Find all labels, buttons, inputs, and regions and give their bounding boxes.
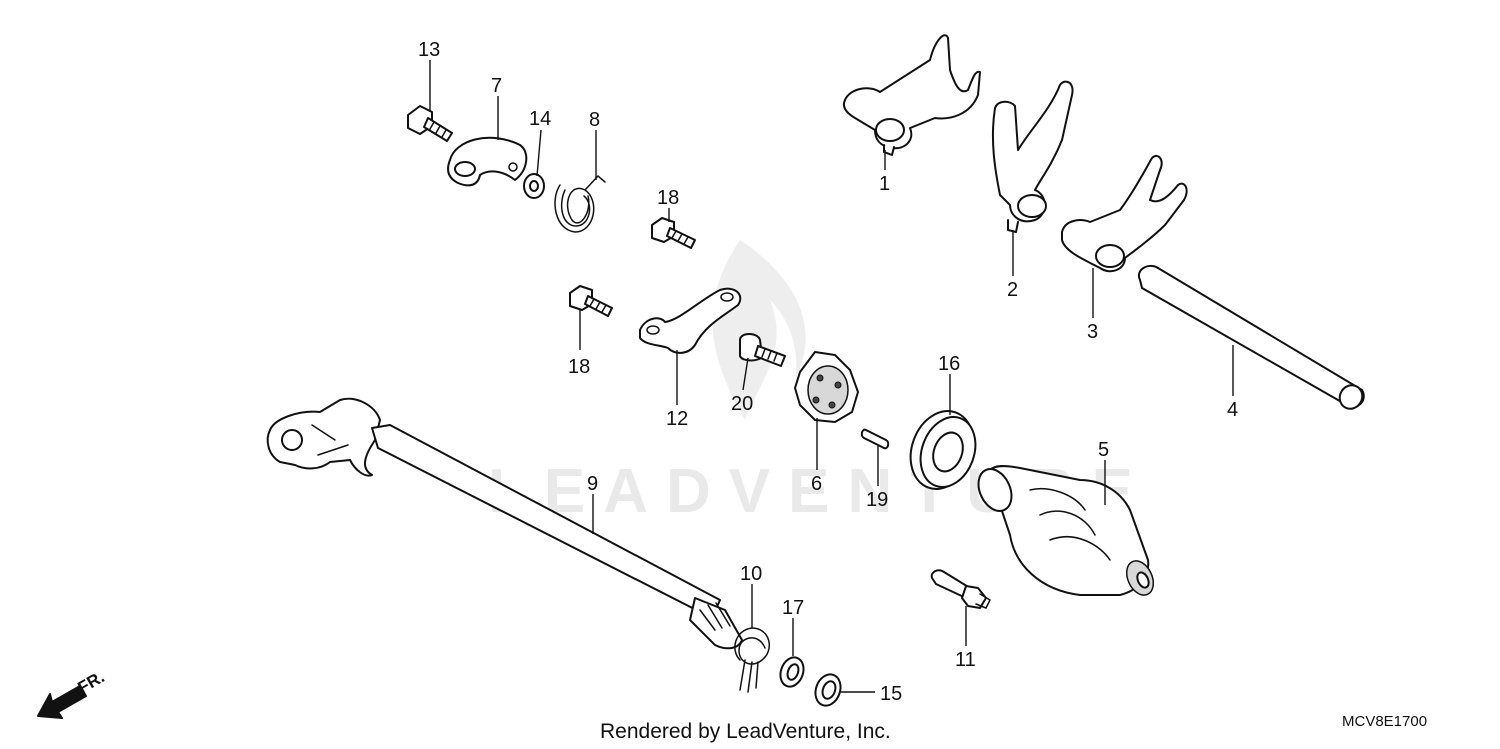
- callout-13: 13: [418, 39, 440, 61]
- washer-14: [523, 173, 545, 199]
- credit-text: Rendered by LeadVenture, Inc.: [600, 720, 891, 743]
- diagram-code: MCV8E1700: [1342, 713, 1427, 730]
- stopper-pin-11: [930, 569, 991, 609]
- callout-labels: 13 7 14 8 18 18 12 20 6 19 16 1 2 3 4 5 …: [418, 39, 1238, 705]
- front-arrow-icon: [37, 685, 87, 719]
- shift-fork-2: [991, 80, 1074, 233]
- callout-19: 19: [866, 489, 888, 511]
- stopper-plate-12: [639, 287, 742, 354]
- callout-18-lower: 18: [568, 356, 590, 378]
- callout-16: 16: [938, 353, 960, 375]
- stopper-plate-7: [447, 136, 528, 187]
- bolt-13: [407, 105, 453, 142]
- bolt-20: [739, 333, 786, 367]
- callout-1: 1: [879, 173, 890, 195]
- callout-14: 14: [529, 108, 551, 130]
- callout-11: 11: [955, 649, 976, 671]
- callout-20: 20: [731, 393, 753, 415]
- callout-10: 10: [740, 563, 762, 585]
- callout-2: 2: [1007, 279, 1018, 301]
- callout-4: 4: [1227, 399, 1238, 421]
- fork-shaft-4: [1137, 264, 1365, 410]
- washer-17: [779, 656, 805, 688]
- callout-6: 6: [811, 473, 822, 495]
- dowel-pin-19: [860, 428, 890, 450]
- shift-fork-3: [1061, 154, 1188, 273]
- bearing-16: [909, 410, 977, 490]
- callout-7: 7: [491, 75, 502, 97]
- shift-drum-center-6: [794, 351, 859, 423]
- gearshift-spindle-9: [266, 397, 743, 650]
- callout-9: 9: [587, 473, 598, 495]
- return-spring-10: [734, 627, 771, 693]
- callout-3: 3: [1087, 321, 1098, 343]
- callout-12: 12: [666, 408, 688, 430]
- front-direction-indicator: FR.: [37, 667, 108, 719]
- callout-8: 8: [589, 109, 600, 131]
- shift-drum-5: [977, 464, 1155, 596]
- callout-17: 17: [782, 597, 804, 619]
- callout-5: 5: [1098, 439, 1109, 461]
- return-spring-8: [554, 174, 606, 233]
- leader-lines: [429, 60, 1234, 693]
- callout-15: 15: [880, 683, 902, 705]
- bolt-18-upper: [651, 217, 696, 249]
- bolt-18-lower: [569, 285, 613, 317]
- callout-18-upper: 18: [657, 187, 679, 209]
- shift-fork-1: [842, 34, 981, 156]
- oil-seal-15: [814, 673, 842, 707]
- watermark-flame-icon: [712, 240, 806, 420]
